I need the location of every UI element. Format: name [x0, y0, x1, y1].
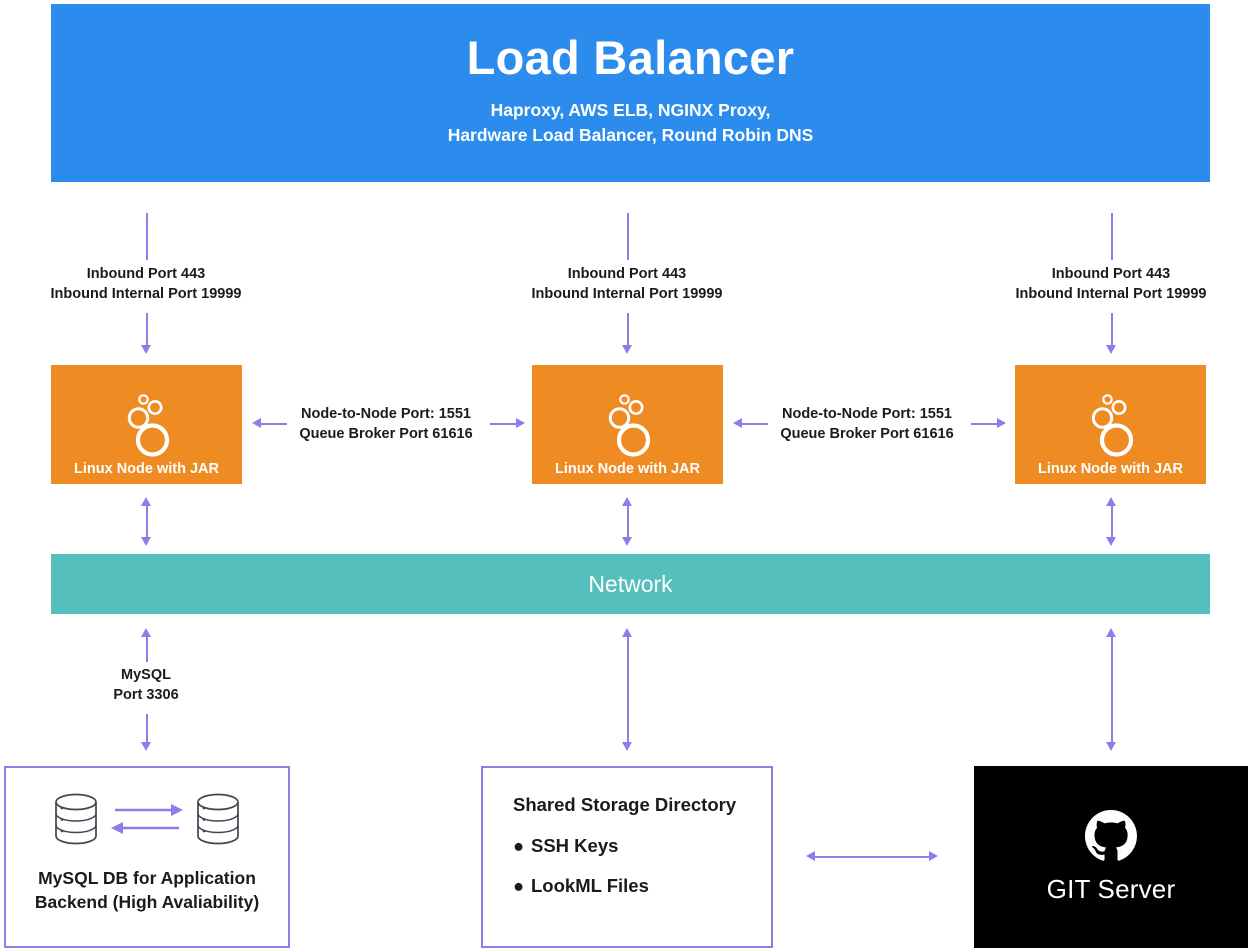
node-link-2-line-left: [742, 423, 768, 425]
shared-storage-item-ssh-keys: ● SSH Keys: [513, 834, 771, 856]
mysql-db-box[interactable]: MySQL DB for Application Backend (High A…: [4, 766, 290, 948]
node-3-to-network-arrowhead-down: [1106, 537, 1116, 546]
node-link-label-1-line-2: Queue Broker Port 61616: [299, 425, 473, 442]
node-1-to-network-line: [146, 505, 148, 538]
looker-bubbles-icon: [1088, 392, 1134, 460]
git-server-box[interactable]: GIT Server: [974, 766, 1248, 948]
network-to-db-line-lower: [146, 714, 148, 743]
node-link-label-2-line-2: Queue Broker Port 61616: [780, 425, 954, 442]
lb-to-node-1-line-upper: [146, 213, 148, 260]
node-1-to-network-arrowhead-down: [141, 537, 151, 546]
node-1-to-network-arrowhead-up: [141, 497, 151, 506]
mysql-link-label-line-1: MySQL: [121, 667, 171, 683]
linux-node-box-2[interactable]: Linux Node with JAR: [532, 365, 723, 484]
looker-bubbles-icon: [124, 392, 170, 460]
shared-storage-item-lookml-files: ● LookML Files: [513, 875, 771, 896]
mysql-db-caption-line-1: MySQL DB for Application: [38, 868, 256, 888]
inbound-label-3: Inbound Port 443 Inbound Internal Port 1…: [981, 265, 1241, 305]
shared-storage-item-label: SSH Keys: [531, 834, 619, 856]
shared-storage-title: Shared Storage Directory: [513, 794, 737, 815]
inbound-label-2-line-1: Inbound Port 443: [567, 266, 687, 282]
lb-to-node-3-arrowhead: [1106, 345, 1116, 354]
load-balancer-banner: Load Balancer Haproxy, AWS ELB, NGINX Pr…: [51, 4, 1210, 182]
database-cylinder-icon-primary: [51, 790, 101, 853]
linux-node-label-1: Linux Node with JAR: [74, 460, 219, 477]
node-3-to-network-line: [1111, 505, 1113, 538]
mysql-db-caption-line-2: Backend (High Avaliability): [34, 891, 260, 912]
network-label: Network: [588, 570, 673, 597]
shared-storage-box[interactable]: Shared Storage Directory ● SSH Keys ● Lo…: [481, 766, 773, 948]
network-to-db-line-upper: [146, 636, 148, 662]
node-link-label-1-line-1: Node-to-Node Port: 1551: [301, 406, 471, 422]
github-octocat-icon: [1085, 809, 1137, 862]
node-link-1-arrowhead-left: [252, 418, 261, 428]
lb-to-node-2-arrowhead: [622, 345, 632, 354]
mysql-db-caption: MySQL DB for Application Backend (High A…: [35, 867, 259, 915]
load-balancer-title: Load Balancer: [466, 31, 795, 84]
db-replication-arrows: [109, 794, 185, 849]
git-server-label: GIT Server: [1046, 873, 1176, 904]
inbound-label-1: Inbound Port 443 Inbound Internal Port 1…: [16, 265, 276, 305]
shared-storage-item-label: LookML Files: [531, 875, 649, 896]
lb-to-node-1-line-lower: [146, 313, 148, 349]
database-cylinder-icon-replica: [193, 790, 243, 853]
node-2-to-network-arrowhead-down: [622, 537, 632, 546]
inbound-label-3-line-2: Inbound Internal Port 19999: [1015, 285, 1207, 302]
storage-to-git-arrowhead-right: [929, 851, 938, 861]
node-link-2-line-right: [971, 423, 997, 425]
inbound-label-2: Inbound Port 443 Inbound Internal Port 1…: [497, 265, 757, 305]
inbound-label-3-line-1: Inbound Port 443: [1051, 266, 1171, 282]
lb-to-node-2-line-upper: [627, 213, 629, 260]
node-2-to-network-line: [627, 505, 629, 538]
mysql-link-label-line-2: Port 3306: [113, 686, 179, 703]
inbound-label-2-line-2: Inbound Internal Port 19999: [531, 285, 723, 302]
inbound-label-1-line-1: Inbound Port 443: [86, 266, 206, 282]
looker-bubbles-icon: [605, 392, 651, 460]
db-replication-icons: [51, 790, 243, 853]
storage-to-git-arrowhead-left: [806, 851, 815, 861]
linux-node-box-3[interactable]: Linux Node with JAR: [1015, 365, 1206, 484]
bullet-icon: ●: [513, 834, 525, 856]
network-to-storage-arrowhead-down: [622, 742, 632, 751]
node-link-2-arrowhead-left: [733, 418, 742, 428]
node-link-label-2-line-1: Node-to-Node Port: 1551: [782, 406, 952, 422]
node-link-label-1: Node-to-Node Port: 1551 Queue Broker Por…: [288, 405, 484, 445]
mysql-link-label: MySQL Port 3306: [56, 666, 236, 706]
lb-to-node-3-line-upper: [1111, 213, 1113, 260]
network-bar[interactable]: Network: [51, 554, 1210, 614]
node-link-2-arrowhead-right: [997, 418, 1006, 428]
network-to-db-arrowhead-down: [141, 742, 151, 751]
network-to-storage-arrowhead-up: [622, 628, 632, 637]
node-3-to-network-arrowhead-up: [1106, 497, 1116, 506]
node-link-1-line-right: [490, 423, 516, 425]
network-to-git-line: [1111, 636, 1113, 742]
load-balancer-subtitle-line-2: Hardware Load Balancer, Round Robin DNS: [447, 124, 814, 145]
storage-to-git-line: [815, 856, 929, 858]
load-balancer-subtitle: Haproxy, AWS ELB, NGINX Proxy, Hardware …: [448, 98, 814, 148]
network-to-git-arrowhead-up: [1106, 628, 1116, 637]
network-to-storage-line: [627, 636, 629, 742]
linux-node-label-2: Linux Node with JAR: [555, 460, 700, 477]
bullet-icon: ●: [513, 875, 525, 896]
network-to-git-arrowhead-down: [1106, 742, 1116, 751]
network-to-db-arrowhead-up: [141, 628, 151, 637]
lb-to-node-2-line-lower: [627, 313, 629, 349]
load-balancer-subtitle-line-1: Haproxy, AWS ELB, NGINX Proxy,: [490, 99, 771, 120]
node-link-1-arrowhead-right: [516, 418, 525, 428]
lb-to-node-1-arrowhead: [141, 345, 151, 354]
node-2-to-network-arrowhead-up: [622, 497, 632, 506]
linux-node-box-1[interactable]: Linux Node with JAR: [51, 365, 242, 484]
linux-node-label-3: Linux Node with JAR: [1038, 460, 1183, 477]
node-link-label-2: Node-to-Node Port: 1551 Queue Broker Por…: [769, 405, 965, 445]
inbound-label-1-line-2: Inbound Internal Port 19999: [50, 285, 242, 302]
node-link-1-line-left: [261, 423, 287, 425]
lb-to-node-3-line-lower: [1111, 313, 1113, 349]
